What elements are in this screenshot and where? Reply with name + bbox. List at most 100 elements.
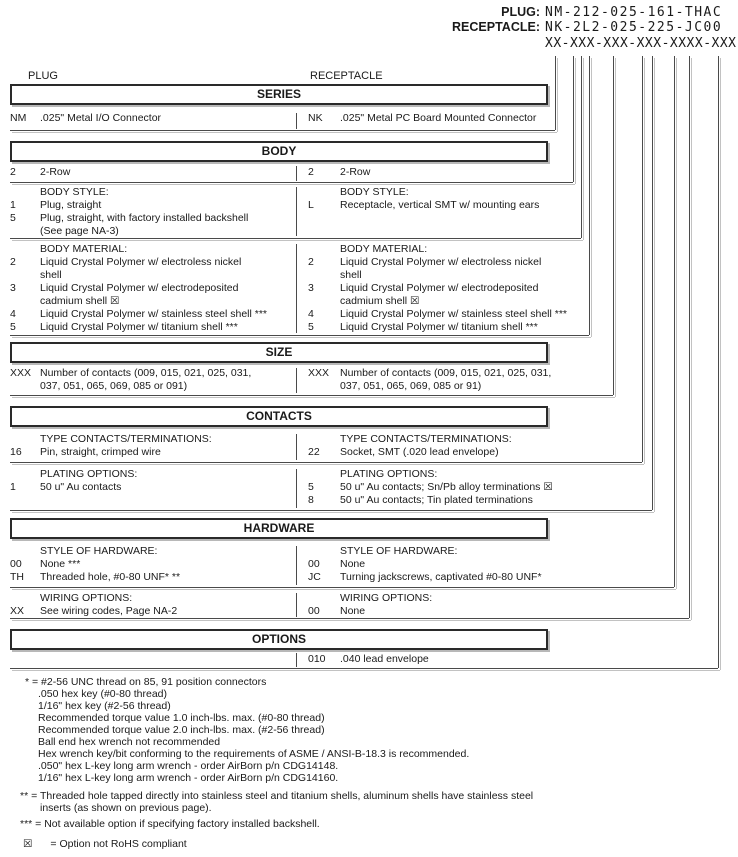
plating-receptacle-column: PLATING OPTIONS: 5 50 u" Au contacts; Sn… bbox=[308, 468, 608, 507]
option-code: 3 bbox=[10, 282, 16, 294]
option-code: 3 bbox=[308, 282, 314, 294]
option-code: NM bbox=[10, 112, 27, 124]
option-code: XX bbox=[10, 605, 25, 617]
option-code: XXX bbox=[308, 367, 330, 379]
elbow-line-body-material bbox=[10, 335, 589, 336]
footnote-star: * = #2-56 UNC thread on 85, 91 position … bbox=[25, 676, 267, 688]
option-description: Liquid Crystal Polymer w/ stainless stee… bbox=[40, 308, 268, 320]
option-description: See wiring codes, Page NA-2 bbox=[40, 605, 178, 617]
connector-riser-options bbox=[718, 56, 719, 668]
list-item: JC Turning jackscrews, captivated #0-80 … bbox=[308, 571, 608, 584]
list-item: 22 Socket, SMT (.020 lead envelope) bbox=[308, 446, 608, 459]
footnote-detail: 1/16" hex L-key long arm wrench - order … bbox=[38, 772, 339, 784]
elbow-line-body-style bbox=[10, 238, 581, 239]
subsection-heading: WIRING OPTIONS: bbox=[40, 592, 133, 604]
column-divider bbox=[296, 469, 297, 508]
option-description: Liquid Crystal Polymer w/ titanium shell… bbox=[340, 321, 538, 333]
option-code: 1 bbox=[10, 199, 16, 211]
footnote-detail: Hex wrench key/bit conforming to the req… bbox=[38, 748, 470, 760]
wiring-receptacle-column: WIRING OPTIONS: 00 None bbox=[308, 592, 608, 618]
footnote-rohs: ☒ = Option not RoHS compliant bbox=[20, 838, 732, 850]
connector-riser-hardware-style bbox=[674, 56, 675, 587]
option-description: .025" Metal PC Board Mounted Connector bbox=[340, 112, 537, 124]
contact-type-plug-column: TYPE CONTACTS/TERMINATIONS: 16 Pin, stra… bbox=[10, 433, 296, 459]
elbow-line-series bbox=[10, 130, 555, 131]
option-description: Liquid Crystal Polymer w/ electrodeposit… bbox=[40, 282, 239, 307]
list-item: NK .025" Metal PC Board Mounted Connecto… bbox=[308, 112, 608, 125]
series-plug-column: NM .025" Metal I/O Connector bbox=[10, 112, 296, 125]
elbow-line-wiring bbox=[10, 618, 689, 619]
connector-riser-size bbox=[613, 56, 614, 395]
option-code: 2 bbox=[308, 256, 314, 268]
option-code: XXX bbox=[10, 367, 32, 379]
column-divider bbox=[296, 593, 297, 617]
footnote-detail: .050" hex L-key long arm wrench - order … bbox=[38, 760, 339, 772]
option-code: 4 bbox=[308, 308, 314, 320]
body-material-plug-column: BODY MATERIAL: 2 Liquid Crystal Polymer … bbox=[10, 243, 296, 334]
list-item: 2 2-Row bbox=[308, 166, 608, 179]
subsection-heading: BODY MATERIAL: bbox=[40, 243, 128, 255]
option-description: .040 lead envelope bbox=[340, 653, 429, 665]
plug-part-number-label: PLUG: bbox=[501, 5, 540, 19]
list-item: L Receptacle, vertical SMT w/ mounting e… bbox=[308, 199, 608, 212]
series-receptacle-column: NK .025" Metal PC Board Mounted Connecto… bbox=[308, 112, 608, 125]
option-description: Liquid Crystal Polymer w/ stainless stee… bbox=[340, 308, 568, 320]
option-code: 00 bbox=[10, 558, 22, 570]
list-item: XXX Number of contacts (009, 015, 021, 0… bbox=[308, 367, 608, 393]
section-header-body: BODY bbox=[10, 141, 548, 162]
option-code: 4 bbox=[10, 308, 16, 320]
receptacle-part-number-value: NK-2L2-025-225-JC00 bbox=[545, 20, 723, 35]
subsection-heading: PLATING OPTIONS: bbox=[40, 468, 138, 480]
connector-riser-body-material bbox=[589, 56, 590, 335]
body-row-plug-column: 2 2-Row bbox=[10, 166, 296, 179]
option-code: 5 bbox=[308, 321, 314, 333]
part-number-code-mask: XX-XXX-XXX-XXX-XXXX-XXX bbox=[545, 36, 737, 51]
footnote-detail: Recommended torque value 2.0 inch-lbs. m… bbox=[38, 724, 325, 736]
list-item: 00 None bbox=[308, 558, 608, 571]
option-code: 5 bbox=[10, 212, 16, 224]
list-item: 5 Plug, straight, with factory installed… bbox=[10, 212, 296, 238]
connector-riser-wiring bbox=[689, 56, 690, 618]
option-description: Socket, SMT (.020 lead envelope) bbox=[340, 446, 499, 458]
column-divider bbox=[296, 113, 297, 129]
plug-part-number-value: NM-212-025-161-THAC bbox=[545, 5, 723, 20]
footnote-detail: .050 hex key (#0-80 thread) bbox=[38, 688, 167, 700]
section-header-size: SIZE bbox=[10, 342, 548, 363]
list-item: TH Threaded hole, #0-80 UNF* ** bbox=[10, 571, 296, 584]
option-description: Plug, straight bbox=[40, 199, 102, 211]
list-item: 2 Liquid Crystal Polymer w/ electroless … bbox=[10, 256, 296, 282]
option-code: 5 bbox=[10, 321, 16, 333]
column-divider bbox=[296, 244, 297, 333]
body-style-receptacle-column: BODY STYLE: L Receptacle, vertical SMT w… bbox=[308, 186, 608, 212]
footnote-triple-star: *** = Not available option if specifying… bbox=[20, 818, 320, 830]
connector-riser-contact-type bbox=[642, 56, 643, 462]
size-receptacle-column: XXX Number of contacts (009, 015, 021, 0… bbox=[308, 367, 608, 393]
option-description: 50 u" Au contacts; Sn/Pb alloy terminati… bbox=[340, 481, 553, 493]
option-description: Turning jackscrews, captivated #0-80 UNF… bbox=[340, 571, 542, 583]
footnote-double-star: ** = Threaded hole tapped directly into … bbox=[20, 790, 534, 802]
option-description: Plug, straight, with factory installed b… bbox=[40, 212, 249, 237]
subsection-heading: STYLE OF HARDWARE: bbox=[340, 545, 458, 557]
list-item: 16 Pin, straight, crimped wire bbox=[10, 446, 296, 459]
body-style-plug-column: BODY STYLE: 1 Plug, straight 5 Plug, str… bbox=[10, 186, 296, 238]
subsection-heading: BODY STYLE: bbox=[340, 186, 409, 198]
list-item: 1 50 u" Au contacts bbox=[10, 481, 296, 494]
column-divider bbox=[296, 187, 297, 236]
list-item: XXX Number of contacts (009, 015, 021, 0… bbox=[10, 367, 296, 393]
subsection-heading: BODY STYLE: bbox=[40, 186, 109, 198]
option-description: 2-Row bbox=[340, 166, 371, 178]
column-divider bbox=[296, 546, 297, 585]
elbow-line-size bbox=[10, 395, 613, 396]
hardware-style-plug-column: STYLE OF HARDWARE: 00 None *** TH Thread… bbox=[10, 545, 296, 584]
elbow-line-options bbox=[10, 668, 718, 669]
elbow-line-plating bbox=[10, 510, 652, 511]
footnotes-block: * = #2-56 UNC thread on 85, 91 position … bbox=[20, 676, 732, 850]
option-code: 22 bbox=[308, 446, 320, 458]
list-item: 1 Plug, straight bbox=[10, 199, 296, 212]
list-item: 00 None *** bbox=[10, 558, 296, 571]
list-item: 2 2-Row bbox=[10, 166, 296, 179]
footnote-double-star-cont: inserts (as shown on previous page). bbox=[40, 802, 212, 814]
list-item: 2 Liquid Crystal Polymer w/ electroless … bbox=[308, 256, 608, 282]
option-description: Number of contacts (009, 015, 021, 025, … bbox=[40, 367, 252, 392]
elbow-line-body-row bbox=[10, 182, 573, 183]
